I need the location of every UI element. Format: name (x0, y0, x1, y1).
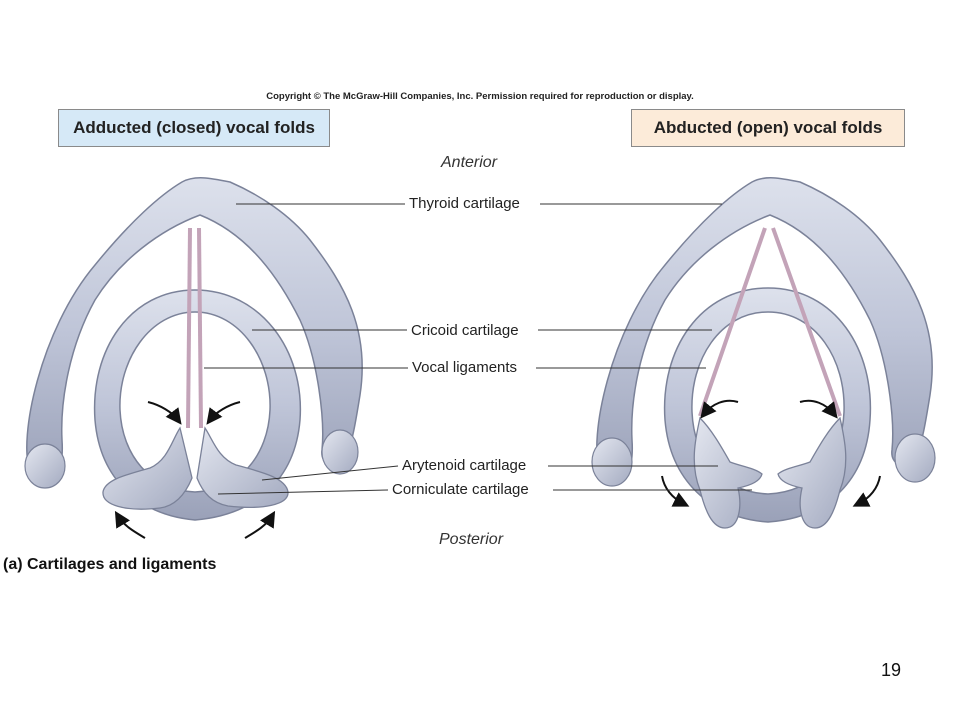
anterior-label: Anterior (441, 154, 498, 171)
posterior-label: Posterior (439, 531, 504, 548)
abducted-title: Abducted (open) vocal folds (653, 118, 883, 137)
figure-caption: (a) Cartilages and ligaments (3, 556, 217, 573)
left-vocal-ligament-1 (186, 227, 192, 429)
left-arrow-2 (206, 401, 241, 425)
abducted-title-box: Abducted (open) vocal folds (631, 109, 905, 147)
copyright-text: Copyright © The McGraw-Hill Companies, I… (266, 91, 694, 102)
left-vocal-ligament-2 (197, 227, 203, 429)
adducted-title: Adducted (closed) vocal folds (73, 118, 315, 137)
leader-lines (204, 203, 752, 495)
left-arrow-1 (147, 401, 182, 425)
right-larynx (591, 177, 936, 529)
left-arytenoid-cartilage (102, 426, 193, 510)
cricoid-cartilage-label: Cricoid cartilage (411, 322, 519, 339)
thyroid-cartilage-label: Thyroid cartilage (409, 195, 520, 212)
page-number: 19 (881, 660, 902, 680)
adducted-title-box: Adducted (closed) vocal folds (58, 109, 330, 147)
right-cricoid-cartilage (663, 287, 872, 523)
vocal-ligaments-label: Vocal ligaments (412, 359, 518, 376)
corniculate-cartilage-label: Corniculate cartilage (392, 481, 529, 498)
left-arrow-3 (114, 510, 146, 539)
left-larynx (24, 177, 363, 539)
right-arrow-2 (799, 399, 838, 419)
right-arrow-4 (852, 475, 881, 507)
right-arytenoid-cartilage-2 (777, 416, 847, 529)
copyright-notice: Copyright © The McGraw-Hill Companies, I… (0, 91, 960, 102)
right-arrow-1 (700, 399, 739, 419)
right-vocal-ligament-2 (771, 227, 842, 417)
arytenoid-cartilage-label: Arytenoid cartilage (402, 457, 527, 474)
left-arrow-4 (244, 510, 276, 539)
right-vocal-ligament-1 (698, 227, 767, 417)
left-cricoid-cartilage (93, 289, 302, 521)
right-arrow-3 (661, 475, 690, 507)
